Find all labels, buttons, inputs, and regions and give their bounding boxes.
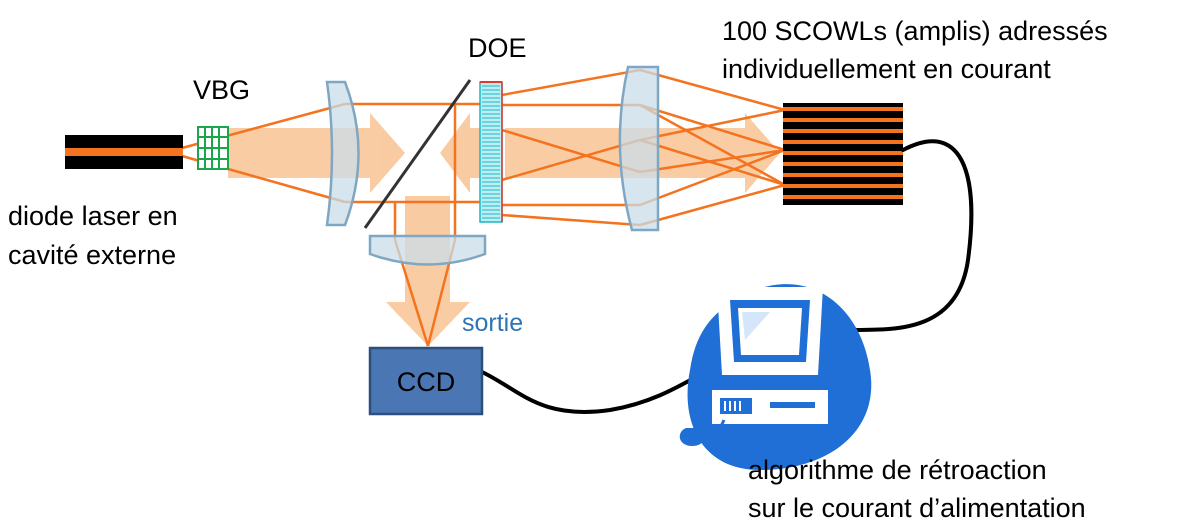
laser-diode xyxy=(65,135,183,169)
scowl-array xyxy=(783,103,903,205)
diode-label-line2: cavité externe xyxy=(8,240,176,270)
algo-label-line1: algorithme de rétroaction xyxy=(748,455,1047,485)
forward-beam-arrow xyxy=(228,113,405,193)
vbg-grating xyxy=(197,126,229,170)
computer-workstation-icon xyxy=(679,284,872,470)
algo-label-line2: sur le courant d’alimentation xyxy=(748,493,1086,523)
focusing-lens xyxy=(618,65,660,232)
doe-element xyxy=(479,81,503,223)
scowls-label-line2: individuellement en courant xyxy=(722,54,1051,84)
ccd-camera: CCD xyxy=(368,346,484,416)
scowl-emitter-stripe xyxy=(783,173,903,177)
scowl-emitter-stripe xyxy=(783,184,903,188)
scowls-label-line1: 100 SCOWLs (amplis) adressés xyxy=(722,16,1108,46)
scowl-emitter-stripe xyxy=(783,151,903,155)
beam-splitter xyxy=(363,79,472,229)
laser-rays xyxy=(181,68,786,347)
collimating-lens xyxy=(325,80,360,227)
scowl-emitter-stripe xyxy=(783,107,903,111)
scowl-emitter-stripe xyxy=(783,118,903,122)
scowl-emitter-stripe xyxy=(783,195,903,199)
ccd-label: CCD xyxy=(397,367,456,397)
output-beam-arrow xyxy=(386,196,470,346)
scowl-emitter-stripe xyxy=(783,140,903,144)
return-beam-arrow xyxy=(440,113,485,193)
diode-label-line1: diode laser en xyxy=(8,201,178,231)
vbg-label: VBG xyxy=(193,75,250,105)
scowl-emitter-stripe xyxy=(783,129,903,133)
output-lens xyxy=(368,234,487,266)
sortie-label: sortie xyxy=(462,309,523,337)
cable-scowl-to-computer xyxy=(853,139,974,332)
scowl-emitter-stripe xyxy=(783,162,903,166)
wide-beams xyxy=(228,113,780,346)
doe-label: DOE xyxy=(468,33,527,63)
